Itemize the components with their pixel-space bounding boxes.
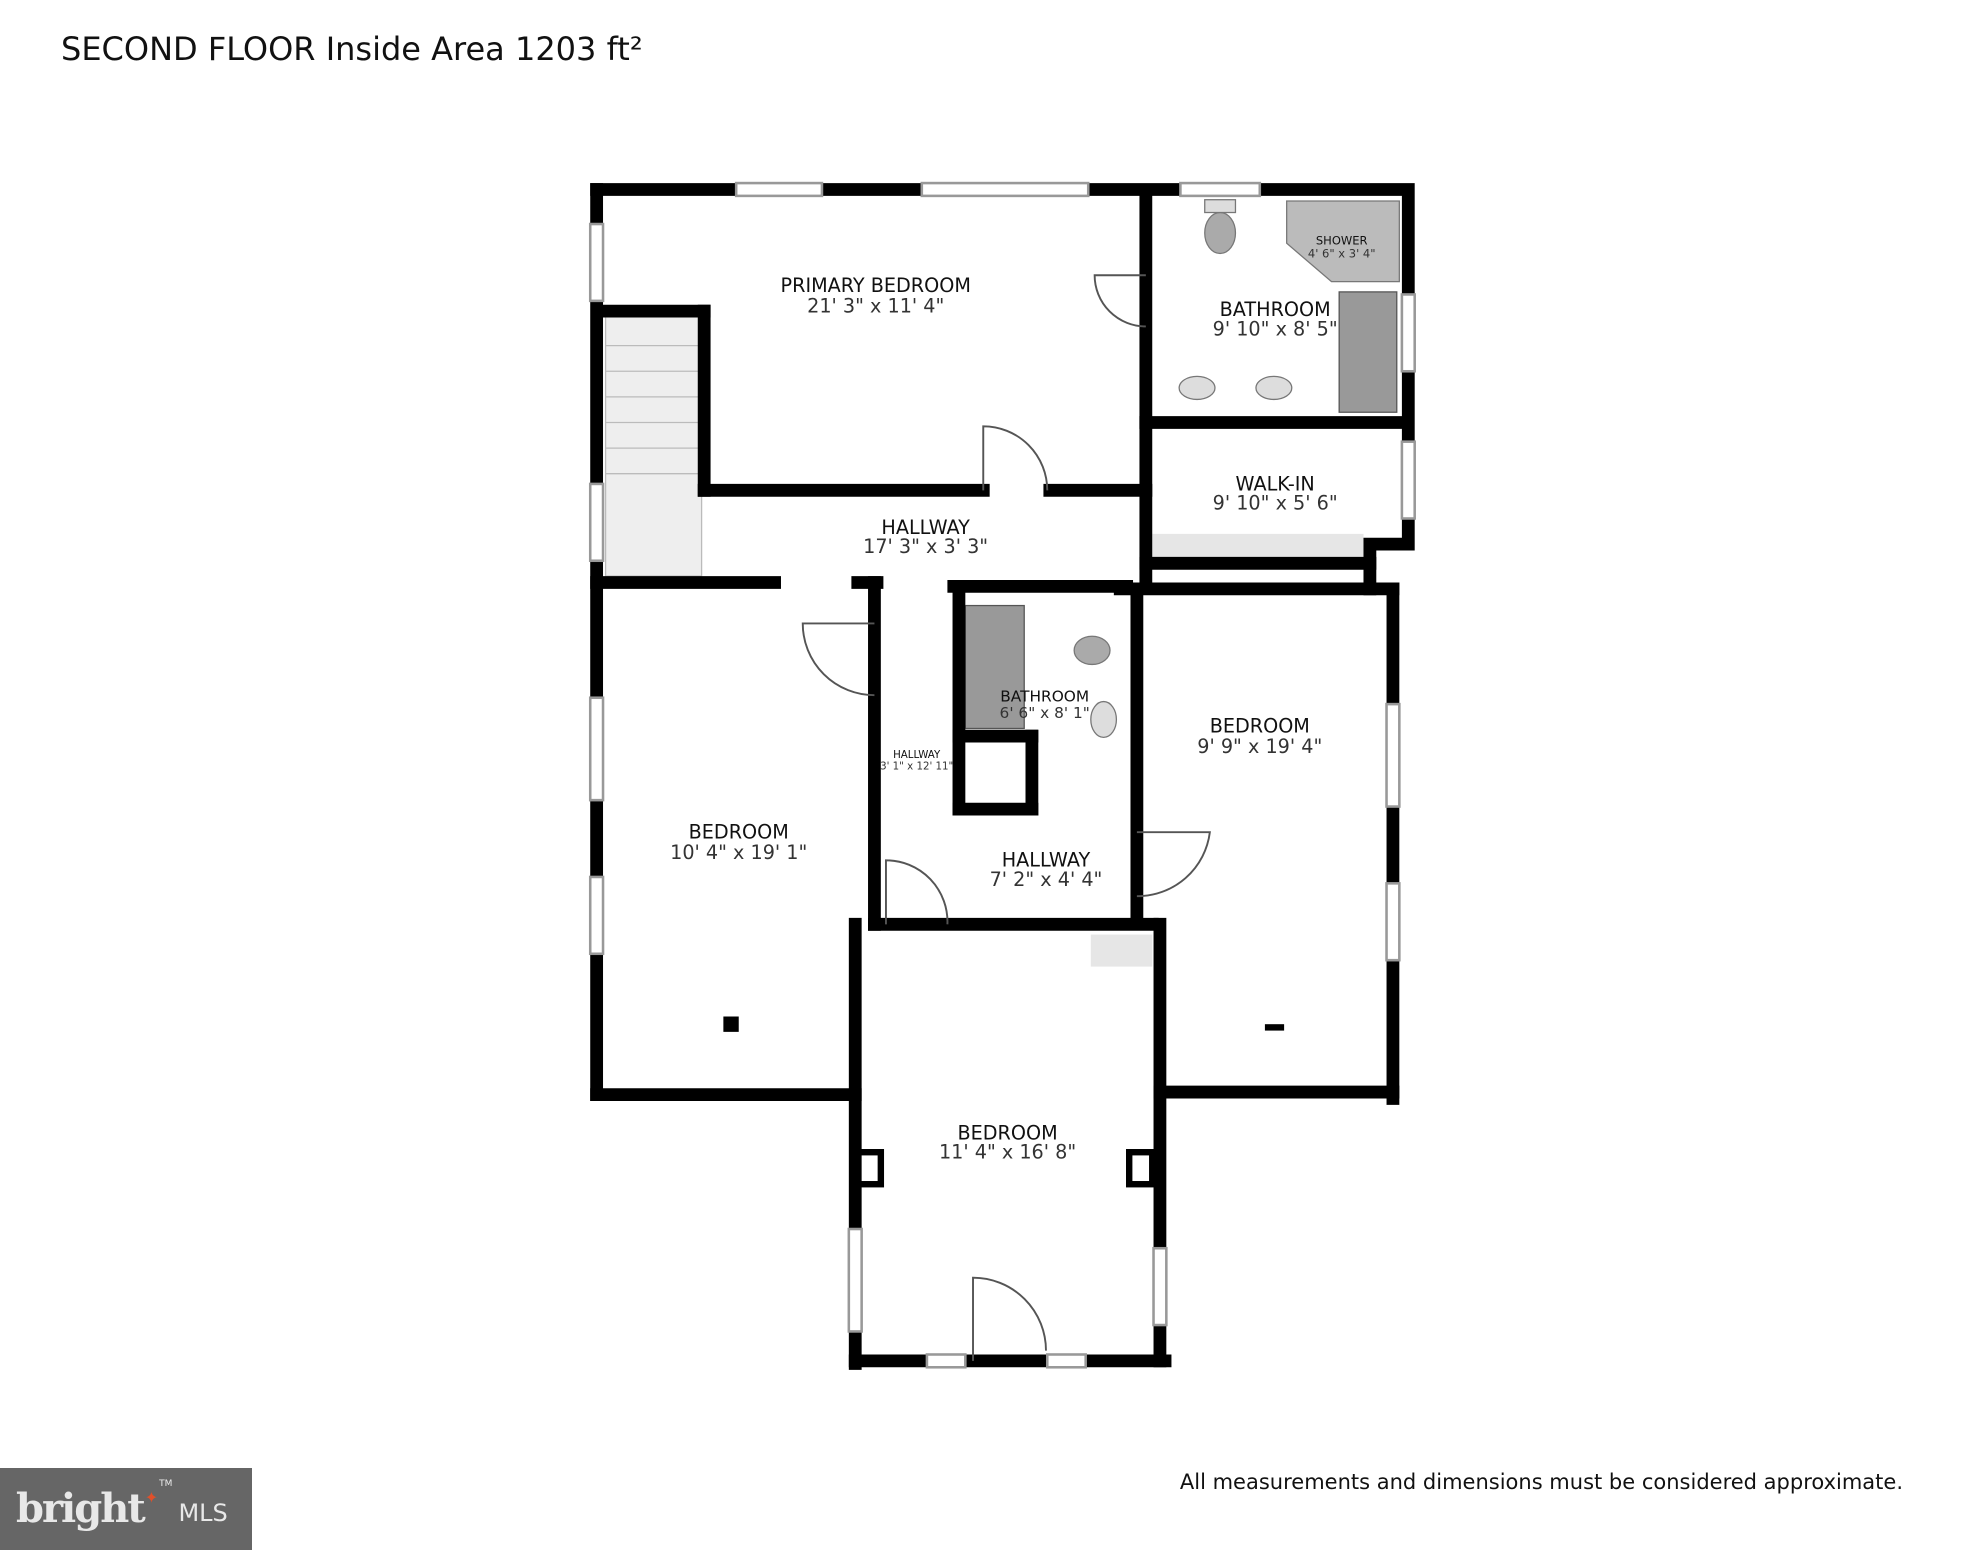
sink-2	[1255, 375, 1293, 401]
room-name: HALLWAY	[893, 749, 941, 761]
floor-title: SECOND FLOOR Inside Area 1203 ft²	[61, 30, 643, 68]
star-icon: ✦	[144, 1488, 159, 1507]
room-name: HALLWAY	[881, 516, 970, 539]
doors	[801, 274, 1211, 1361]
toilet-primary	[1204, 211, 1237, 255]
walkin-shelf	[1152, 533, 1364, 560]
room-labels: PRIMARY BEDROOM 21' 3" x 11' 4" BATHROOM…	[670, 234, 1375, 1164]
disclaimer: All measurements and dimensions must be …	[1179, 1470, 1903, 1494]
room-name: BEDROOM	[1210, 714, 1310, 737]
bathtub-primary	[1338, 291, 1398, 413]
bright-mls-logo: bright ✦ TM MLS	[0, 1468, 252, 1550]
room-name: SHOWER	[1316, 234, 1368, 248]
room-dims: 3' 1" x 12' 11"	[880, 760, 953, 772]
room-name: BATHROOM	[1000, 688, 1089, 706]
room-name: PRIMARY BEDROOM	[781, 274, 971, 297]
walls	[590, 183, 1415, 1370]
staircase	[604, 314, 703, 577]
room-dims: 17' 3" x 3' 3"	[863, 535, 988, 558]
room-dims: 9' 10" x 5' 6"	[1213, 492, 1338, 515]
room-dims: 7' 2" x 4' 4"	[990, 868, 1103, 891]
room-dims: 10' 4" x 19' 1"	[670, 841, 807, 864]
bathtub-small	[964, 604, 1025, 730]
pillars	[723, 1016, 1285, 1188]
room-dims: 21' 3" x 11' 4"	[807, 294, 944, 317]
room-dims: 9' 10" x 8' 5"	[1213, 317, 1338, 340]
room-name: HALLWAY	[1002, 849, 1091, 872]
room-name: BEDROOM	[689, 821, 789, 844]
room-dims: 6' 6" x 8' 1"	[1000, 704, 1090, 722]
shower	[1286, 200, 1400, 283]
windows	[588, 181, 1416, 1369]
room-name: BATHROOM	[1220, 298, 1331, 321]
toilet-small	[1073, 635, 1111, 666]
room-name: BEDROOM	[958, 1121, 1058, 1144]
fixtures	[604, 199, 1400, 967]
room-dims: 11' 4" x 16' 8"	[939, 1141, 1076, 1164]
room-name: WALK-IN	[1236, 472, 1315, 495]
sink-small	[1090, 700, 1118, 739]
sink-1	[1178, 375, 1216, 401]
room-dims: 4' 6" x 3' 4"	[1308, 246, 1376, 260]
room-dims: 9' 9" x 19' 4"	[1197, 735, 1322, 758]
